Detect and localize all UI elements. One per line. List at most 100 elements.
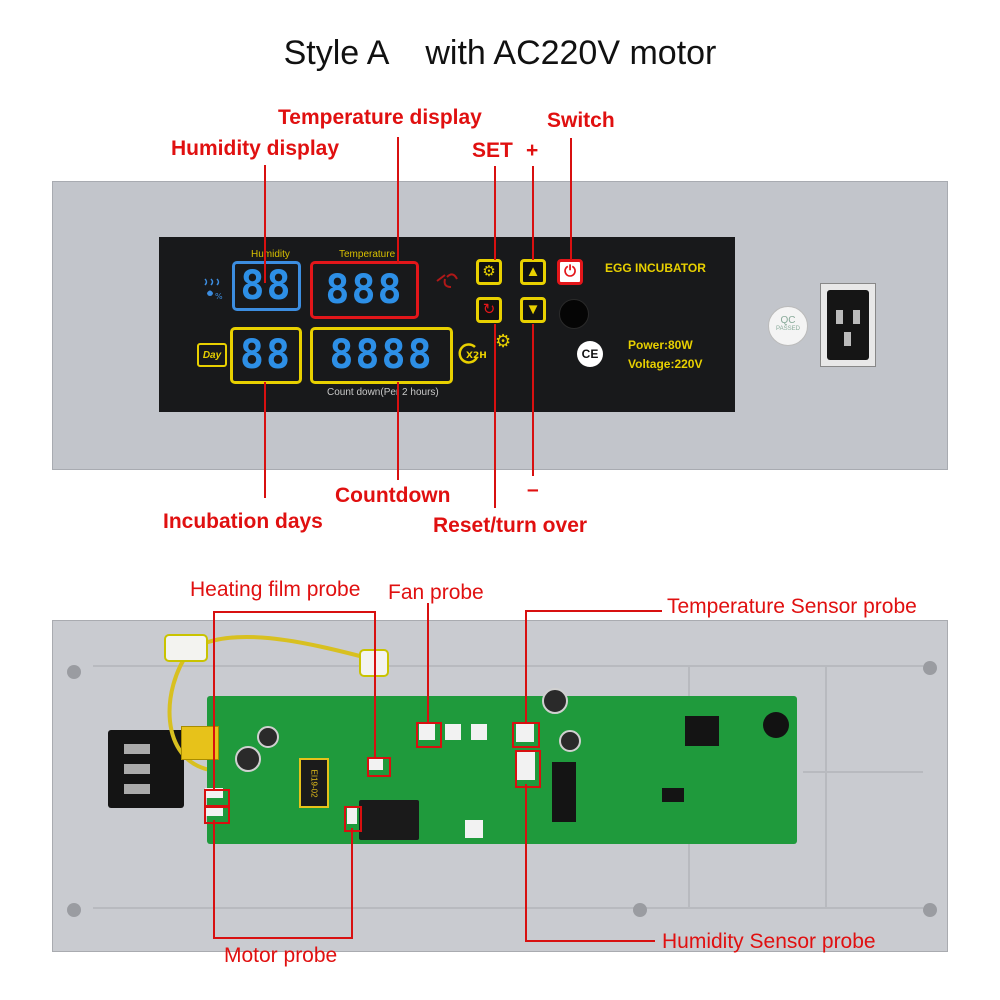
tray-rib [803, 771, 923, 773]
probe-highlight-box [204, 789, 230, 807]
power-socket [820, 283, 876, 367]
screw-post [923, 903, 937, 917]
callout-line [374, 611, 376, 757]
callout-line [213, 820, 215, 938]
minus-button[interactable]: ▼ [520, 297, 546, 323]
capacitor [235, 746, 261, 772]
socket-cavity [827, 290, 869, 360]
incubation-days-display: 88 [230, 327, 302, 384]
humidity-display: 88 [232, 261, 301, 311]
screw-post [923, 661, 937, 675]
reset-turn-over-button[interactable]: ↻ [476, 297, 502, 323]
callout-line [532, 324, 534, 476]
ce-mark: CE [577, 341, 603, 367]
probe-highlight-box [204, 806, 230, 824]
temperature-label: Temperature [339, 249, 396, 260]
day-calendar-icon: Day [197, 343, 227, 367]
connector [205, 788, 223, 798]
humidity-label: Humidity [251, 249, 290, 260]
callout-line [532, 166, 534, 260]
screw-post [67, 665, 81, 679]
countdown-display: 8888 [310, 327, 453, 384]
small-gear-icon: ⚙ [495, 331, 512, 351]
ce-text: CE [581, 347, 599, 361]
switch-callout: Switch [547, 109, 615, 132]
probe-highlight-box [416, 722, 442, 748]
power-switch-button[interactable]: ⏻ [557, 259, 583, 285]
socket-pin [124, 744, 150, 754]
callout-line [264, 382, 266, 498]
plus-callout: + [526, 139, 539, 162]
qc-text: QC [780, 315, 796, 326]
ic-chip [662, 788, 684, 802]
page-title: Style A with AC220V motor [283, 34, 717, 72]
humidity-display-callout: Humidity display [171, 137, 340, 160]
up-arrow-icon: ▲ [525, 263, 541, 280]
ic-chip [685, 716, 719, 746]
motor-connector [347, 808, 357, 824]
callout-line [570, 138, 572, 260]
svg-text:%: % [215, 292, 223, 301]
fan-icon [435, 267, 459, 294]
humidity-icon: % [201, 275, 227, 301]
countdown-label: Count down(Per 2 hours) [327, 387, 439, 398]
connector [445, 724, 461, 740]
socket-pin [124, 784, 150, 794]
connector [205, 806, 223, 816]
probe-highlight-box [344, 806, 362, 832]
set-callout: SET [472, 139, 513, 162]
callout-line [397, 382, 399, 480]
reset-turn-over-callout: Reset/turn over [433, 514, 588, 537]
temperature-display-callout: Temperature display [278, 106, 482, 129]
transformer-label: EI19-02 [309, 769, 319, 798]
display-panel: % Day Humidity Temperature 88 888 88 888… [159, 237, 735, 412]
socket-pin [853, 310, 860, 324]
screw-post [67, 903, 81, 917]
rotate-icon: ↻ [482, 301, 496, 318]
humidity-sensor-probe-callout: Humidity Sensor probe [662, 930, 876, 953]
brand-label: EGG INCUBATOR [605, 261, 706, 275]
callout-line [427, 603, 429, 723]
capacitor [257, 726, 279, 748]
gear-icon: ⚙ [482, 263, 496, 280]
probe-highlight-box [367, 757, 391, 777]
callout-line [525, 610, 527, 723]
voltage-rating: Voltage:220V [628, 357, 703, 371]
humidity-sensor-connector [517, 752, 535, 780]
transformer: EI19-02 [299, 758, 329, 808]
callout-line [213, 611, 375, 613]
power-icon: ⏻ [564, 263, 576, 280]
connector [471, 724, 487, 740]
motor-probe-callout: Motor probe [224, 944, 338, 967]
down-arrow-icon: ▼ [525, 301, 541, 318]
ic-chip [552, 762, 576, 822]
temperature-display: 888 [310, 261, 419, 319]
callout-line [494, 324, 496, 508]
socket-pin [836, 310, 843, 324]
callout-line [213, 611, 215, 789]
capacitor [542, 688, 568, 714]
tray-rib [93, 665, 923, 667]
tray-rib [93, 907, 923, 909]
fan-probe-callout: Fan probe [388, 581, 484, 604]
callout-line [213, 937, 353, 939]
board-power-socket [108, 730, 184, 808]
callout-line [351, 828, 353, 938]
temperature-sensor-probe-callout: Temperature Sensor probe [667, 595, 917, 618]
callout-line [525, 940, 655, 942]
callout-line [525, 610, 662, 612]
probe-highlight-box [512, 722, 540, 748]
x2h-text: X2H [466, 351, 487, 361]
set-button[interactable]: ⚙ [476, 259, 502, 285]
screw-post [633, 903, 647, 917]
probe-highlight-box [515, 750, 541, 788]
incubation-days-callout: Incubation days [163, 510, 323, 533]
socket-pin [844, 332, 851, 346]
relay [359, 800, 419, 840]
plus-button[interactable]: ▲ [520, 259, 546, 285]
heating-film-probe-callout: Heating film probe [190, 578, 361, 601]
fan-connector [419, 724, 435, 740]
indicator-light [559, 299, 589, 329]
callout-line [264, 165, 266, 283]
terminal-block [181, 726, 219, 760]
